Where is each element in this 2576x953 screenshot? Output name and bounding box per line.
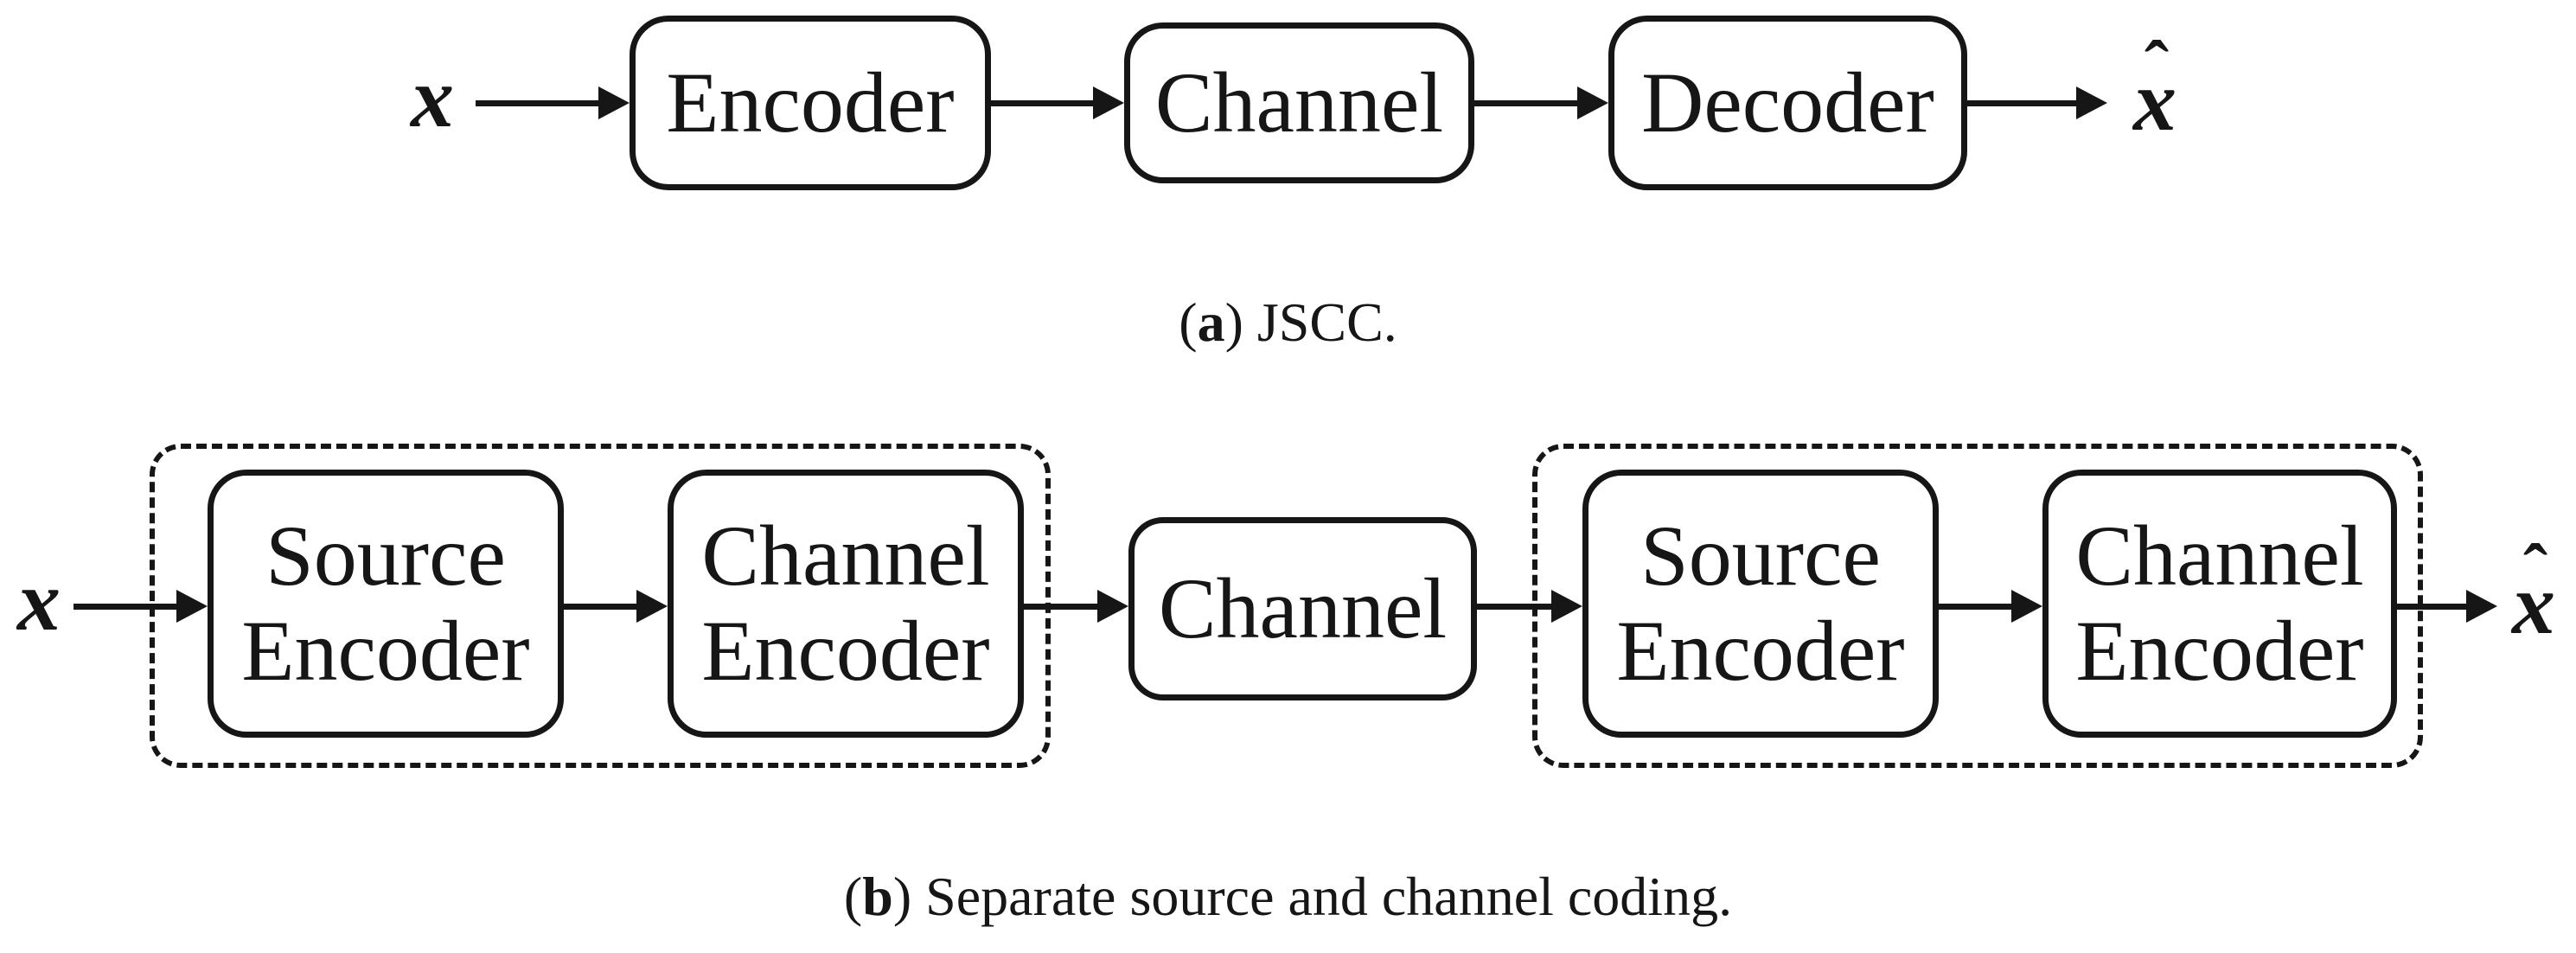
arrow-head <box>1551 590 1582 623</box>
arrow-head <box>2466 590 2497 623</box>
hat-accent: ˆ <box>2144 27 2170 109</box>
hat-accent: ˆ <box>2522 530 2548 612</box>
source-encoder-label-line2: Encoder <box>241 603 530 699</box>
math-x-letter: x <box>2512 556 2555 652</box>
caption-a: (a)JSCC. <box>0 291 2576 355</box>
arrow-shaft <box>1967 99 2083 106</box>
caption-paren-open: ( <box>1179 291 1198 353</box>
rx-source-encoder-box: Source Encoder <box>1582 470 1939 738</box>
channel-encoder-label-line2: Encoder <box>2075 603 2364 699</box>
decoder-box: Decoder <box>1608 16 1967 190</box>
caption-letter: b <box>862 866 893 927</box>
channel-encoder-label-line1: Channel <box>701 508 990 604</box>
arrow-head <box>1577 86 1608 119</box>
channel-box-b: Channel <box>1128 517 1477 700</box>
arrow-head <box>1097 590 1128 623</box>
source-encoder-label-line1: Source <box>265 508 506 604</box>
arrow-shaft <box>1939 603 2018 610</box>
arrow-shaft <box>991 99 1100 106</box>
math-x-letter: x <box>411 49 454 145</box>
source-encoder-label-line1: Source <box>1640 508 1881 604</box>
caption-text: Separate source and channel coding. <box>925 866 1733 927</box>
caption-paren-open: ( <box>843 866 863 927</box>
caption-paren-close: ) <box>892 866 912 927</box>
arrow-shaft <box>74 603 183 610</box>
encoder-label: Encoder <box>666 54 955 150</box>
arrow-head <box>2076 86 2107 119</box>
caption-paren-close: ) <box>1224 291 1243 353</box>
channel-encoder-label-line1: Channel <box>2075 508 2364 604</box>
caption-b: (b)Separate source and channel coding. <box>0 865 2576 929</box>
tx-source-encoder-box: Source Encoder <box>208 470 564 738</box>
arrow-head <box>176 590 208 623</box>
panel-b-output-xhat: ˆ x <box>2512 534 2555 652</box>
arrow-shaft <box>1024 603 1104 610</box>
decoder-label: Decoder <box>1641 54 1934 150</box>
arrow-shaft <box>564 603 643 610</box>
source-encoder-label-line2: Encoder <box>1616 603 1905 699</box>
caption-letter: a <box>1197 291 1225 353</box>
arrow-shaft <box>1477 603 1558 610</box>
math-x-letter: x <box>2133 53 2176 149</box>
rx-channel-encoder-box: Channel Encoder <box>2042 470 2397 738</box>
channel-encoder-label-line2: Encoder <box>701 603 990 699</box>
arrow-shaft <box>2397 603 2473 610</box>
arrow-shaft <box>476 99 605 106</box>
tx-channel-encoder-box: Channel Encoder <box>668 470 1024 738</box>
caption-text: JSCC. <box>1256 291 1397 353</box>
math-x-letter: x <box>17 553 61 649</box>
channel-label: Channel <box>1158 560 1448 656</box>
channel-label: Channel <box>1154 54 1444 150</box>
arrow-head <box>636 590 668 623</box>
arrow-head <box>2011 590 2042 623</box>
arrow-shaft <box>1474 99 1584 106</box>
panel-b-input-x: x <box>17 558 61 644</box>
panel-a-input-x: x <box>411 54 454 141</box>
arrow-head <box>1093 86 1124 119</box>
channel-box-a: Channel <box>1124 22 1474 183</box>
arrow-head <box>598 86 630 119</box>
encoder-box: Encoder <box>630 16 991 190</box>
panel-a-output-xhat: ˆ x <box>2133 31 2176 149</box>
